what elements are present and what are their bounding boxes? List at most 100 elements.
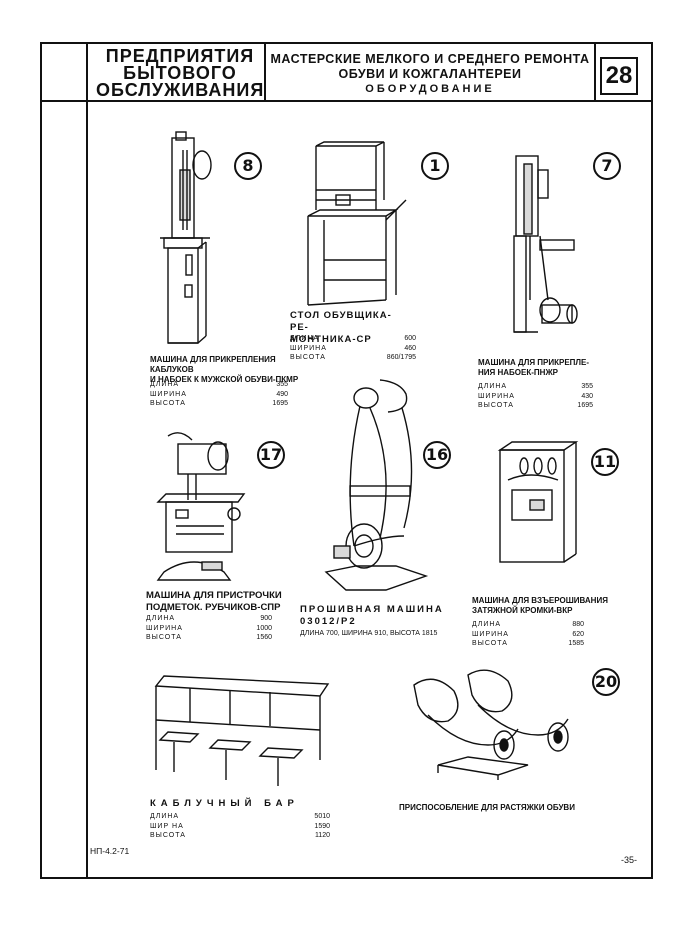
header-divider-1 (264, 42, 266, 102)
spec-value: 1585 (568, 640, 584, 647)
stretcher-number-badge: 20 (592, 668, 620, 696)
pkmp-caption-line-2: И НАБОЕК К МУЖСКОЙ ОБУВИ-ПКМР (150, 375, 299, 384)
vkr-spec-length: ДЛИНА 880 (472, 620, 584, 630)
vkr-number-badge: 11 (591, 448, 619, 476)
stretcher-illustration (413, 669, 569, 780)
vkr-spec-width: ШИРИНА 620 (472, 630, 584, 640)
spec-label: ШИРИНА (146, 624, 183, 632)
spec-label: ШИР НА (150, 822, 184, 830)
heel-bar-caption: КАБЛУЧНЫЙ БАР (150, 798, 299, 809)
spec-label: ШИРИНА (478, 392, 515, 400)
spec-value: 1000 (256, 624, 272, 632)
heel-bar-illustration (154, 675, 330, 786)
header-center-title: МАСТЕРСКИЕ МЕЛКОГО И СРЕДНЕГО РЕМОНТА ОБ… (268, 52, 592, 97)
pkmp-spec-length: ДЛИНА 355 (150, 380, 288, 390)
header-left-title: ПРЕДПРИЯТИЯ БЫТОВОГО ОБСЛУЖИВАНИЯ (96, 46, 265, 100)
spr-spec-width: ШИРИНА 1000 (146, 624, 272, 634)
spr-caption-line-2: ПОДМЕТОК. РУБЧИКОВ-СПР (146, 602, 281, 613)
pkmp-number-badge: 8 (234, 152, 262, 180)
pkmp-caption: МАШИНА ДЛЯ ПРИКРЕПЛЕНИЯ КАБЛУКОВ И НАБОЕ… (150, 355, 300, 385)
sewing-caption: ПРОШИВНАЯ МАШИНА 03012/Р2 (300, 604, 450, 628)
pnzhr-spec-width: ШИРИНА 430 (478, 392, 593, 402)
spec-value: 460 (404, 344, 416, 352)
sr-table-illustration (307, 141, 407, 306)
spec-label: ШИРИНА (150, 390, 187, 398)
vkr-caption-line-2: ЗАТЯЖНОЙ КРОМКИ-ВКР (472, 606, 573, 615)
spec-value: 1120 (314, 832, 330, 839)
pnzhr-specs: ДЛИНА 355 ШИРИНА 430 ВЫСОТА 1695 (478, 382, 593, 411)
spr-caption-line-1: МАШИНА ДЛЯ ПРИСТРОЧКИ (146, 590, 282, 601)
vkr-caption: МАШИНА ДЛЯ ВЗЪЕРОШИВАНИЯ ЗАТЯЖНОЙ КРОМКИ… (472, 596, 622, 616)
header-row (40, 42, 653, 102)
spec-value: 860/1795 (386, 354, 416, 361)
pnzhr-machine-illustration (513, 155, 578, 333)
spec-label: ДЛИНА (290, 335, 320, 342)
pkmp-machine-illustration (160, 131, 212, 344)
pnzhr-caption: МАШИНА ДЛЯ ПРИКРЕПЛЕ- НИЯ НАБОЕК-ПНЖР (478, 358, 608, 378)
sr-number-badge: 1 (421, 152, 449, 180)
spec-value: 1590 (314, 822, 330, 830)
sewing-dimensions-note: ДЛИНА 700, ШИРИНА 910, ВЫСОТА 1815 (300, 630, 438, 637)
spec-label: ВЫСОТА (290, 354, 326, 361)
sewing-number-badge: 16 (423, 441, 451, 469)
vkr-caption-line-1: МАШИНА ДЛЯ ВЗЪЕРОШИВАНИЯ (472, 596, 608, 605)
spec-value: 1695 (272, 400, 288, 407)
pnzhr-spec-length: ДЛИНА 355 (478, 382, 593, 392)
spr-caption: МАШИНА ДЛЯ ПРИСТРОЧКИ ПОДМЕТОК. РУБЧИКОВ… (146, 590, 296, 614)
spec-label: ДЛИНА (472, 621, 502, 628)
sheet-number-box: 28 (600, 57, 638, 95)
vkr-machine-illustration (497, 441, 579, 563)
sr-caption-line-2: МОНТНИКА-СР (290, 334, 372, 345)
sr-spec-height: ВЫСОТА 860/1795 (290, 353, 416, 363)
pkmp-spec-height: ВЫСОТА 1695 (150, 399, 288, 409)
spec-value: 1695 (577, 402, 593, 409)
spec-value: 1560 (256, 634, 272, 641)
spec-label: ДЛИНА (150, 381, 180, 388)
pnzhr-spec-height: ВЫСОТА 1695 (478, 401, 593, 411)
spec-value: 900 (260, 615, 272, 622)
spr-machine-illustration (156, 432, 246, 581)
spec-label: ВЫСОТА (478, 402, 514, 409)
spec-value: 430 (581, 392, 593, 400)
vkr-spec-height: ВЫСОТА 1585 (472, 639, 584, 649)
spec-label: ШИРИНА (472, 630, 509, 638)
sewing-caption-line-2: 03012/Р2 (300, 616, 357, 627)
spec-label: ШИРИНА (290, 344, 327, 352)
sr-spec-width: ШИРИНА 460 (290, 344, 416, 354)
spec-value: 490 (276, 390, 288, 398)
header-left-line-1: ПРЕДПРИЯТИЯ (105, 46, 255, 66)
spec-value: 355 (276, 381, 288, 388)
pkmp-spec-width: ШИРИНА 490 (150, 390, 288, 400)
pkmp-caption-line-1: МАШИНА ДЛЯ ПРИКРЕПЛЕНИЯ КАБЛУКОВ (150, 355, 276, 374)
spec-label: ВЫСОТА (150, 400, 186, 407)
pnzhr-caption-line-2: НИЯ НАБОЕК-ПНЖР (478, 368, 559, 377)
spr-number-badge: 17 (257, 441, 285, 469)
spr-spec-height: ВЫСОТА 1560 (146, 633, 272, 643)
pnzhr-number-badge: 7 (593, 152, 621, 180)
header-left-line-2: БЫТОВОГО (123, 63, 237, 83)
spec-label: ВЫСОТА (472, 640, 508, 647)
spec-value: 620 (572, 630, 584, 638)
header-center-line-2: ОБУВИ И КОЖГАЛАНТЕРЕИ (338, 67, 522, 81)
pkmp-specs: ДЛИНА 355 ШИРИНА 490 ВЫСОТА 1695 (150, 380, 288, 409)
header-center-subtitle: ОБОРУДОВАНИЕ (365, 83, 495, 95)
sewing-caption-line-1: ПРОШИВНАЯ МАШИНА (300, 604, 444, 615)
stretcher-caption: ПРИСПОСОБЛЕНИЕ ДЛЯ РАСТЯЖКИ ОБУВИ (399, 803, 575, 812)
page-number: -35- (621, 855, 638, 865)
sewing-machine-illustration (324, 379, 429, 591)
document-code: НП-4.2-71 (90, 846, 130, 856)
spec-label: ВЫСОТА (146, 634, 182, 641)
spec-label: ДЛИНА (478, 383, 508, 390)
header-center-line-1: МАСТЕРСКИЕ МЕЛКОГО И СРЕДНЕГО РЕМОНТА (270, 52, 590, 66)
spec-value: 880 (572, 621, 584, 628)
page-frame (40, 42, 653, 879)
header-left-line-3: ОБСЛУЖИВАНИЯ (96, 80, 265, 100)
spec-value: 355 (581, 383, 593, 390)
left-margin-line (86, 42, 88, 879)
header-divider-2 (594, 42, 596, 102)
pnzhr-caption-line-1: МАШИНА ДЛЯ ПРИКРЕПЛЕ- (478, 358, 590, 367)
